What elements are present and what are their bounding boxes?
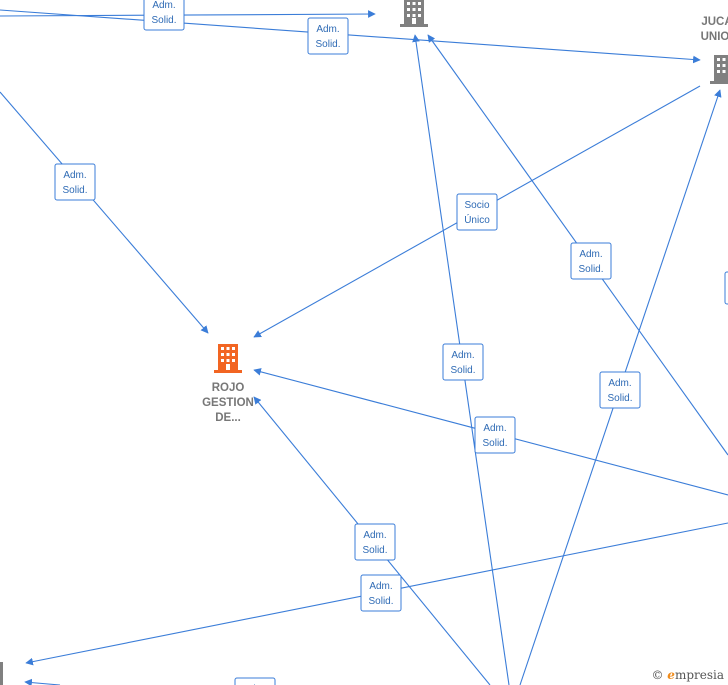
relation-label-box (143, 0, 185, 31)
building-icon (400, 0, 428, 27)
relation-label-text: Socio (464, 200, 489, 211)
copyright-symbol: © (651, 668, 664, 682)
company-node-jucar[interactable]: JUCA UNIO (701, 16, 728, 84)
node-label: DE... (215, 412, 241, 424)
relation-label-box (474, 416, 516, 454)
relation-label-box (54, 163, 96, 201)
building-icon (214, 344, 242, 373)
relation-label-text: Adm. (608, 378, 631, 389)
relation-label-box (570, 242, 612, 280)
relation-label-text: Adm. (316, 24, 339, 35)
empresia-watermark: © empresia (651, 668, 724, 682)
relation-label-box (599, 371, 641, 409)
relation-label-text: Solid. (578, 264, 603, 275)
relation-label-text: Solid. (315, 39, 340, 50)
empresia-logo-initial: e (667, 668, 675, 682)
offscreen-node-icon (0, 662, 3, 685)
relation-label-text: Adm. (63, 170, 86, 181)
empresia-logo-text: mpresia (674, 668, 724, 682)
relation-label-box (442, 343, 484, 381)
relation-label-text: Único (464, 213, 490, 226)
relation-label[interactable]: Adm. Solid. (54, 163, 96, 201)
relation-label-box (234, 677, 276, 685)
relation-label-text: Adm. (483, 423, 506, 434)
relation-label-text: Adm. (369, 581, 392, 592)
relation-label[interactable]: Adm. Solid. (474, 416, 516, 454)
relation-label-text: Adm. (579, 249, 602, 260)
relation-label-text: Adm. (152, 0, 175, 11)
node-label: ROJO (212, 382, 245, 394)
relation-label-box (307, 17, 349, 55)
building-icon (710, 55, 728, 84)
relation-label-text: Solid. (151, 15, 176, 26)
relation-label-text: Solid. (482, 438, 507, 449)
node-label: GESTION (202, 397, 254, 409)
relation-label-text: Adm. (451, 350, 474, 361)
relation-label[interactable]: Adm. Solid. (360, 574, 402, 612)
relation-label-box (354, 523, 396, 561)
relation-label-box (456, 193, 498, 231)
relation-label[interactable]: Adm. Solid. (570, 242, 612, 280)
relation-label-text: Solid. (450, 365, 475, 376)
relation-label-text: Solid. (62, 185, 87, 196)
relation-label-box (360, 574, 402, 612)
relation-label-text: Solid. (362, 545, 387, 556)
node-label: UNIO (701, 31, 728, 43)
company-node-rojo[interactable]: ROJO GESTION DE... (202, 344, 254, 424)
relation-label[interactable]: Adm. Solid. (442, 343, 484, 381)
relation-label[interactable]: Adm. Solid. (599, 371, 641, 409)
edge-line (0, 9, 701, 64)
edge-line (0, 10, 376, 18)
node-label: JUCA (701, 16, 728, 28)
company-node-top-center[interactable] (400, 0, 428, 27)
relation-label[interactable]: Adm.Solid. (234, 677, 276, 685)
relation-label[interactable]: Adm. Solid. (143, 0, 185, 31)
offscreen-node-label-box (724, 271, 728, 305)
edge-line (0, 91, 209, 334)
relation-label[interactable]: Adm. Solid. (354, 523, 396, 561)
relation-label-text: Solid. (607, 393, 632, 404)
relation-label-text: Adm. (363, 530, 386, 541)
relation-label[interactable]: Adm. Solid. (307, 17, 349, 55)
relation-label-text: Solid. (368, 596, 393, 607)
